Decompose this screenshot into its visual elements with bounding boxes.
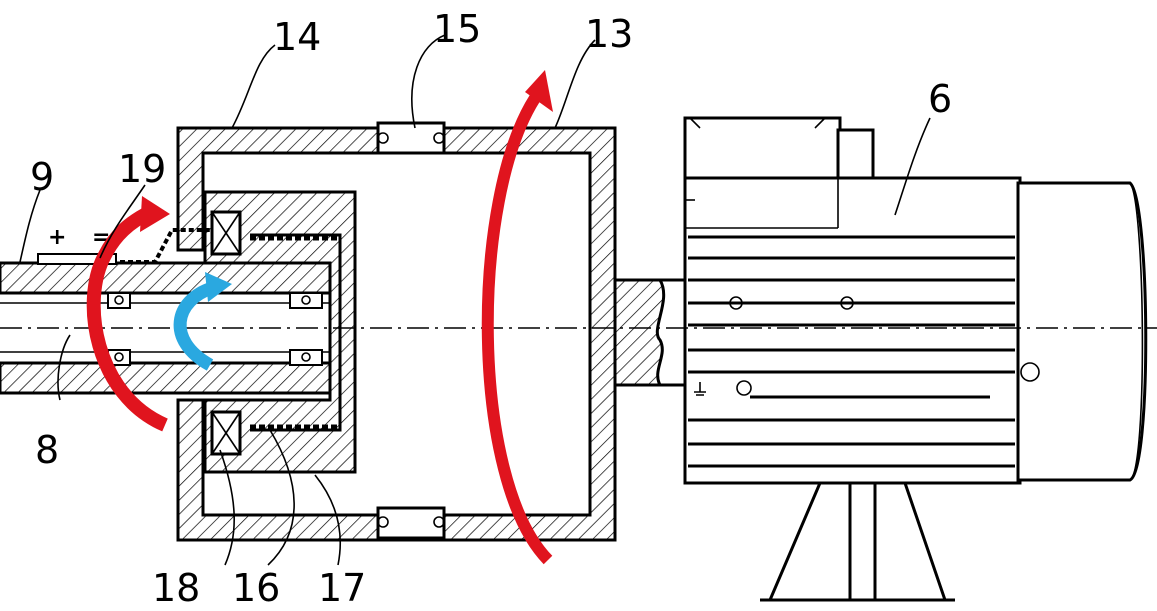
hot-flow-arrows	[86, 70, 553, 565]
coupling-shaft	[613, 278, 690, 387]
shaft	[0, 302, 345, 353]
bearings	[107, 292, 323, 366]
red-arrow-right	[481, 94, 553, 565]
window-top	[376, 121, 446, 155]
label-8: 8	[35, 428, 59, 472]
plus-terminal: +	[48, 225, 66, 250]
terminal-block: + =	[37, 225, 117, 265]
label-13: 13	[585, 12, 633, 56]
label-17: 17	[318, 566, 366, 610]
label-19: 19	[118, 147, 166, 191]
outer-chamber	[176, 126, 617, 542]
red-arrowhead-left	[140, 196, 170, 232]
blue-arrow	[173, 281, 215, 371]
motor	[683, 116, 1148, 602]
seal-top	[210, 210, 242, 256]
window-bottom	[376, 506, 446, 540]
label-18: 18	[152, 566, 200, 610]
label-9: 9	[30, 155, 54, 199]
red-arrowhead-right	[525, 70, 553, 112]
wire	[120, 228, 212, 264]
leader-lines	[19, 34, 931, 566]
label-16: 16	[232, 566, 280, 610]
label-6: 6	[928, 77, 952, 121]
label-15: 15	[433, 7, 481, 51]
blue-arrowhead	[205, 272, 232, 302]
seal-bottom	[210, 410, 242, 456]
label-14: 14	[273, 15, 321, 59]
inner-cup	[203, 190, 357, 474]
cool-flow-arrow	[173, 272, 232, 371]
red-arrow-left	[86, 205, 169, 432]
